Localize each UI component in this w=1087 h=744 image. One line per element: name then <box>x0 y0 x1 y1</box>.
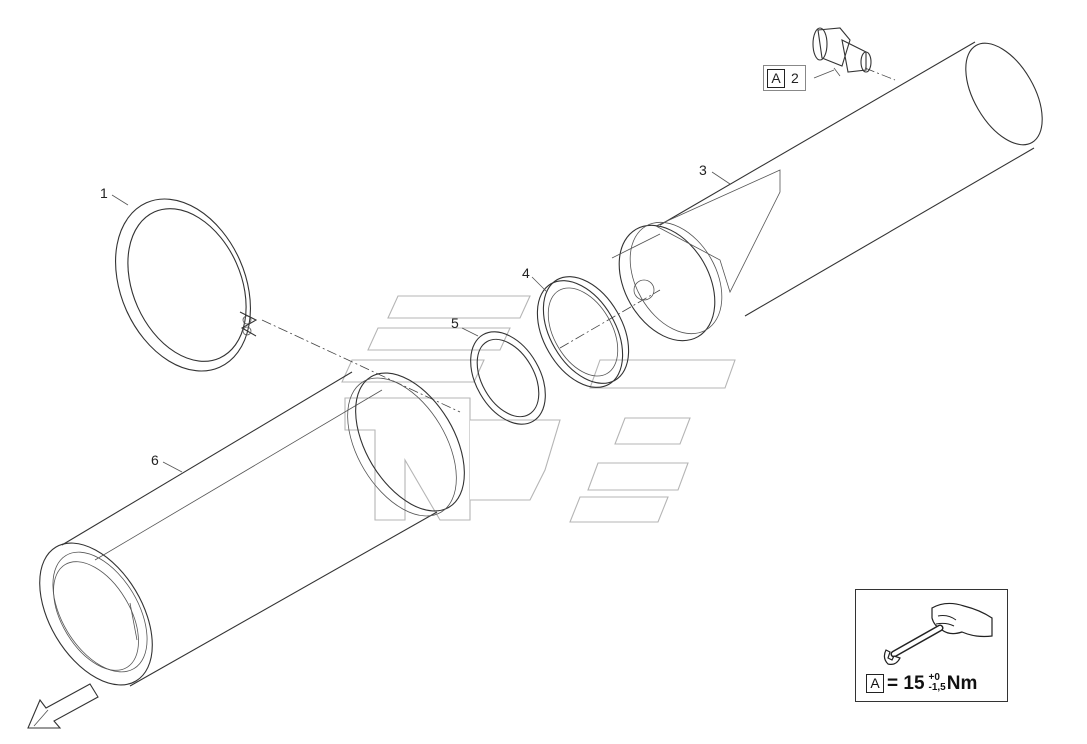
part-6-tube <box>39 371 465 687</box>
reference-part-number: 2 <box>791 70 799 86</box>
leader-5 <box>461 327 479 337</box>
callout-4: 4 <box>522 265 530 281</box>
torque-tol-lower: -1,5 <box>928 681 946 693</box>
leader-1 <box>111 194 129 206</box>
axis-line-2 <box>559 289 661 349</box>
callout-1: 1 <box>100 185 108 201</box>
torque-tolerance: +0-1,5 <box>928 671 946 693</box>
part-3-piston-rod <box>611 41 1043 342</box>
wrench-hand-icon <box>883 602 993 665</box>
part-1-snap-ring <box>115 198 258 372</box>
leader-3 <box>711 171 731 185</box>
torque-letter-box: A <box>866 674 884 694</box>
torque-tol-upper: +0 <box>928 671 940 683</box>
reference-letter-box: A <box>767 68 785 88</box>
reference-label: A 2 <box>763 65 806 91</box>
part-5-o-ring <box>470 331 546 425</box>
watermark-logo <box>341 295 736 523</box>
part-2-fitting <box>812 27 872 77</box>
leader-4 <box>531 276 548 293</box>
callout-6: 6 <box>151 452 159 468</box>
leader-6 <box>162 461 183 473</box>
leader-2 <box>813 69 835 79</box>
axis-line-3 <box>864 67 896 81</box>
axis-line <box>261 319 461 413</box>
callout-5: 5 <box>451 315 459 331</box>
torque-equals: = 15 <box>887 673 925 694</box>
callout-3: 3 <box>699 162 707 178</box>
direction-arrow-icon <box>27 683 99 729</box>
torque-unit: Nm <box>946 673 978 694</box>
part-4-wear-ring <box>536 276 630 388</box>
